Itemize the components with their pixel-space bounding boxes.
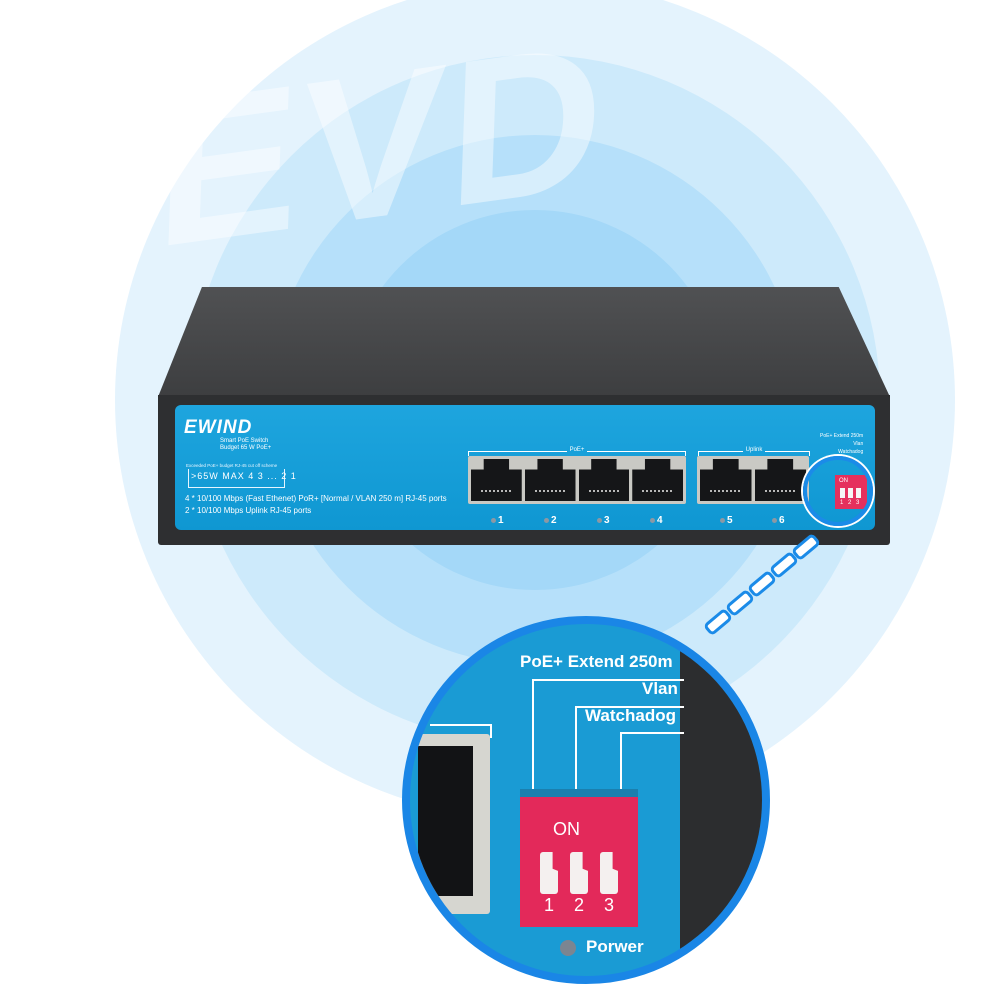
zoom-power-indicator: Porwer: [560, 937, 644, 957]
zoom-leader-line-2: [575, 706, 684, 793]
switch-chassis-front: EWIND Smart PoE Switch Budget 65 W PoE+ …: [158, 395, 890, 545]
port-led-6: 6: [772, 515, 785, 526]
uplink-port-block: [697, 456, 809, 504]
port-number: 6: [779, 515, 785, 526]
zoom-leader-line-3: [620, 732, 684, 793]
zoom-label-vlan: Vlan: [642, 679, 678, 698]
port-number: 4: [657, 515, 663, 526]
port-number: 3: [604, 515, 610, 526]
dip-label-poe-extend: PoE+ Extend 250m: [820, 433, 864, 439]
poe-group-text: PoE+: [566, 447, 588, 453]
poe-group-label: PoE+: [468, 447, 686, 456]
zoom-label-poe-extend: PoE+ Extend 250m: [520, 652, 673, 671]
zoom-rj45-port: [418, 734, 490, 914]
switch-chassis-top: [158, 287, 890, 397]
led-icon: [544, 517, 549, 523]
zoom-label-watchdog: Watchadog: [585, 706, 676, 725]
dip-label-vlan: Vlan: [853, 441, 864, 447]
rj45-port-2[interactable]: [524, 459, 576, 501]
dip-label-watchdog: Watchadog: [838, 449, 864, 455]
zoom-chassis-edge: [680, 624, 762, 976]
zoom-dip-toggle-1[interactable]: [540, 852, 558, 894]
zoom-dip-number-2: 2: [574, 895, 585, 915]
led-icon: [720, 517, 725, 523]
led-icon: [597, 517, 602, 523]
front-panel: EWIND Smart PoE Switch Budget 65 W PoE+ …: [175, 405, 875, 530]
zoom-port-opening: [418, 746, 473, 896]
port-number: 1: [498, 515, 504, 526]
zoom-dip-number-3: 3: [604, 895, 615, 915]
cutoff-scheme-label: Exceeded PoE+ budget RJ-45 cut off schem…: [186, 463, 278, 468]
product-subtitle: Smart PoE Switch Budget 65 W PoE+: [220, 438, 271, 452]
port-led-4: 4: [650, 515, 663, 526]
dip-zoom-detail: PoE+ Extend 250m Vlan Watchadog ON 1 2 3…: [402, 616, 770, 984]
rj45-port-1[interactable]: [471, 459, 522, 501]
uplink-group-text: Uplink: [742, 447, 766, 453]
port-number: 5: [727, 515, 733, 526]
rj45-port-6[interactable]: [754, 459, 806, 501]
led-icon: [772, 517, 777, 523]
spec-line-2: 2 * 10/100 Mbps Uplink RJ-45 ports: [185, 506, 312, 515]
zoom-dip-toggle-3[interactable]: [600, 852, 618, 894]
brand-logo: EWIND: [184, 417, 253, 438]
zoom-uplink-bracket: [430, 724, 492, 738]
power-led-icon: [560, 939, 576, 956]
dip-highlight-ring: [803, 456, 873, 526]
lightning-bolt-icon: >65W MAX 4 3 ... 2 1: [191, 471, 297, 481]
port-led-5: 5: [720, 515, 733, 526]
zoom-dip-number-1: 1: [544, 895, 555, 915]
subtitle-line-1: Smart PoE Switch: [220, 438, 269, 444]
port-led-2: 2: [544, 515, 557, 526]
subtitle-line-2: Budget 65 W PoE+: [220, 445, 272, 451]
zoom-power-label: Porwer: [586, 937, 644, 956]
led-icon: [650, 517, 655, 523]
cutoff-scheme-diagram: >65W MAX 4 3 ... 2 1: [188, 469, 296, 488]
uplink-group-label: Uplink: [698, 447, 810, 456]
dip-labels-small: PoE+ Extend 250m Vlan Watchadog: [820, 432, 863, 456]
zoom-dip-switch[interactable]: ON 1 2 3: [520, 789, 638, 927]
zoom-dip-toggle-2[interactable]: [570, 852, 588, 894]
port-led-1: 1: [491, 515, 504, 526]
zoom-dip-on-label: ON: [553, 819, 580, 839]
zoom-leader-line-1: [532, 679, 684, 793]
rj45-port-5[interactable]: [700, 459, 752, 501]
poe-port-block: [468, 456, 686, 504]
port-number: 2: [551, 515, 557, 526]
rj45-port-4[interactable]: [632, 459, 683, 501]
rj45-port-3[interactable]: [578, 459, 630, 501]
port-led-3: 3: [597, 515, 610, 526]
spec-line-1: 4 * 10/100 Mbps (Fast Ethenet) PoR+ [Nor…: [185, 494, 447, 503]
led-icon: [491, 517, 496, 523]
